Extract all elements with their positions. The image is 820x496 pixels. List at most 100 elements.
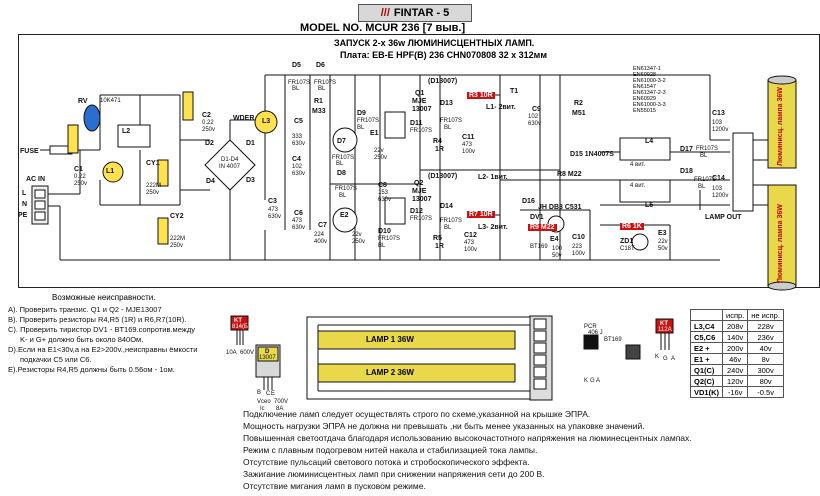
- d18-part: FR107S: [694, 177, 717, 183]
- c1-value: 0.22: [74, 174, 86, 180]
- kt-current: 10A: [226, 350, 237, 356]
- table-header: испр.: [722, 309, 749, 321]
- pin-b: B: [257, 390, 262, 396]
- fuse-label: FUSE: [20, 148, 39, 155]
- d13007-part: 13007: [259, 355, 276, 361]
- dv1-label: DV1: [530, 214, 544, 221]
- brand-box: ///FINTAR - 5: [358, 4, 472, 22]
- cy1-label: CY1: [146, 160, 160, 167]
- d8-label: D8: [337, 170, 346, 177]
- d14-part: FR107S: [440, 218, 463, 224]
- cy2-label: CY2: [170, 213, 184, 220]
- r2-value: M51: [572, 110, 586, 117]
- q1-part: 13007: [412, 106, 432, 113]
- e3-voltage: 50v: [658, 246, 668, 252]
- brand-name: FINTAR - 5: [393, 7, 450, 19]
- voltage-table: испр. не испр. L3,C4 208v 228v C5,C6 140…: [689, 309, 784, 398]
- c2-voltage: 250v: [202, 127, 216, 133]
- d6-part: FR107S: [314, 80, 337, 86]
- c13-value: 103: [712, 120, 723, 126]
- terminal-l-label: L: [22, 190, 27, 197]
- q2-part: 13007: [412, 196, 432, 203]
- note-line: Зажигание люминисцентных ламп при снижен…: [243, 469, 545, 479]
- brand-logo-icon: ///: [380, 7, 390, 19]
- c12-label: C12: [464, 232, 477, 239]
- lamp-1-label: Люминисц. лампа 36W: [777, 87, 784, 166]
- d12-label: D12: [410, 208, 423, 215]
- c8-value: 153: [378, 190, 389, 196]
- pcr-icon: [583, 334, 599, 350]
- c12-voltage: 100v: [464, 247, 478, 253]
- kt-part: 814(Б): [232, 324, 250, 330]
- d18-suffix: BL: [698, 184, 706, 190]
- d7-label: D7: [337, 138, 346, 145]
- c12-value: 473: [464, 240, 475, 246]
- c11-voltage: 100v: [462, 149, 476, 155]
- note-line: Режим с плавным подогревом нитей накала …: [243, 445, 538, 455]
- d1-label: D1: [246, 140, 255, 147]
- table-header-row: испр. не испр.: [689, 309, 784, 321]
- r9-label: R9 M22: [528, 224, 557, 231]
- r8-label: R8 M22: [557, 171, 582, 178]
- lamp1-tube-icon: [317, 330, 516, 350]
- table-row: VD1(K) -16v -0.5v: [689, 386, 784, 398]
- d9-suffix: BL: [357, 125, 365, 131]
- cy1-value: 222M: [146, 183, 162, 189]
- wder-label: WDER: [233, 115, 255, 122]
- r2-label: R2: [574, 100, 583, 107]
- fault-item: E).Резисторы R4,R5 должны быть 0.56ом - …: [8, 365, 175, 374]
- c7-voltage: 400v: [314, 239, 328, 245]
- cy2-voltage: 250v: [170, 243, 184, 249]
- c6-voltage: 630v: [292, 225, 306, 231]
- pin-a: A: [596, 378, 601, 384]
- c1-voltage: 250v: [74, 181, 88, 187]
- bridge-label: D1-D4: [221, 157, 239, 163]
- c8-voltage: 630v: [378, 197, 392, 203]
- d13-suffix: BL: [444, 125, 452, 131]
- l4-turns: 4 вит.: [630, 162, 646, 168]
- c5-voltage: 630v: [292, 141, 306, 147]
- q1-label: Q1: [415, 90, 425, 97]
- t1-winding-2: L2- 1вит.: [478, 174, 508, 181]
- d5-suffix: BL: [292, 86, 300, 92]
- r5-label: R5: [433, 235, 442, 242]
- q2-alt: (D13007): [428, 173, 458, 180]
- d17-label: D17: [680, 146, 693, 153]
- pin-e: E: [271, 391, 276, 397]
- c14-voltage: 1200v: [712, 193, 729, 199]
- r7-label: R7 10R: [467, 211, 495, 218]
- d15-label: D15 1N4007S: [570, 151, 614, 158]
- d17-suffix: BL: [700, 153, 708, 159]
- fault-item: C). Проверить тиристор DV1 - BT169.сопро…: [8, 325, 195, 334]
- c6-value: 473: [292, 218, 303, 224]
- standard-label: EN55015: [633, 108, 656, 114]
- vceo-label: Vceo: [257, 399, 271, 405]
- c9-label: C9: [532, 106, 541, 113]
- table-row: E2 + 200v 40v: [689, 342, 784, 354]
- c8-label: C8: [378, 182, 387, 189]
- board-info: Плата: EB-E HPF(B) 236 CHN070808 32 x 31…: [340, 50, 547, 60]
- cy1-voltage: 250v: [146, 190, 160, 196]
- d8-part: FR107S: [335, 186, 358, 192]
- c2-label: C2: [202, 112, 211, 119]
- note-line: Подключение ламп следует осуществлять ст…: [243, 409, 591, 419]
- rv-value: 10K471: [100, 98, 121, 104]
- q1-type: MJE: [412, 98, 427, 105]
- c3-value: 473: [268, 207, 279, 213]
- c10-value: 223: [572, 244, 583, 250]
- dv1-part: BT169: [530, 244, 548, 250]
- r1-label: R1: [314, 98, 323, 105]
- pcr-cba: CBA: [584, 336, 597, 342]
- c6-label: C6: [294, 210, 303, 217]
- fault-item: B). Проверить резисторы R4,R5 (1R) и R6,…: [8, 315, 187, 324]
- e2-label: E2: [340, 212, 349, 219]
- c13-voltage: 1200v: [712, 127, 729, 133]
- e3-label: E3: [658, 230, 667, 237]
- l5-turns: 4 вит.: [630, 183, 646, 189]
- d16-label: D16: [522, 198, 535, 205]
- d11-label: D11: [410, 120, 423, 127]
- d8-suffix: BL: [339, 193, 347, 199]
- model-suffix: [7 выв.]: [422, 22, 466, 34]
- terminal-n-label: N: [22, 201, 28, 208]
- c5-label: C5: [294, 118, 303, 125]
